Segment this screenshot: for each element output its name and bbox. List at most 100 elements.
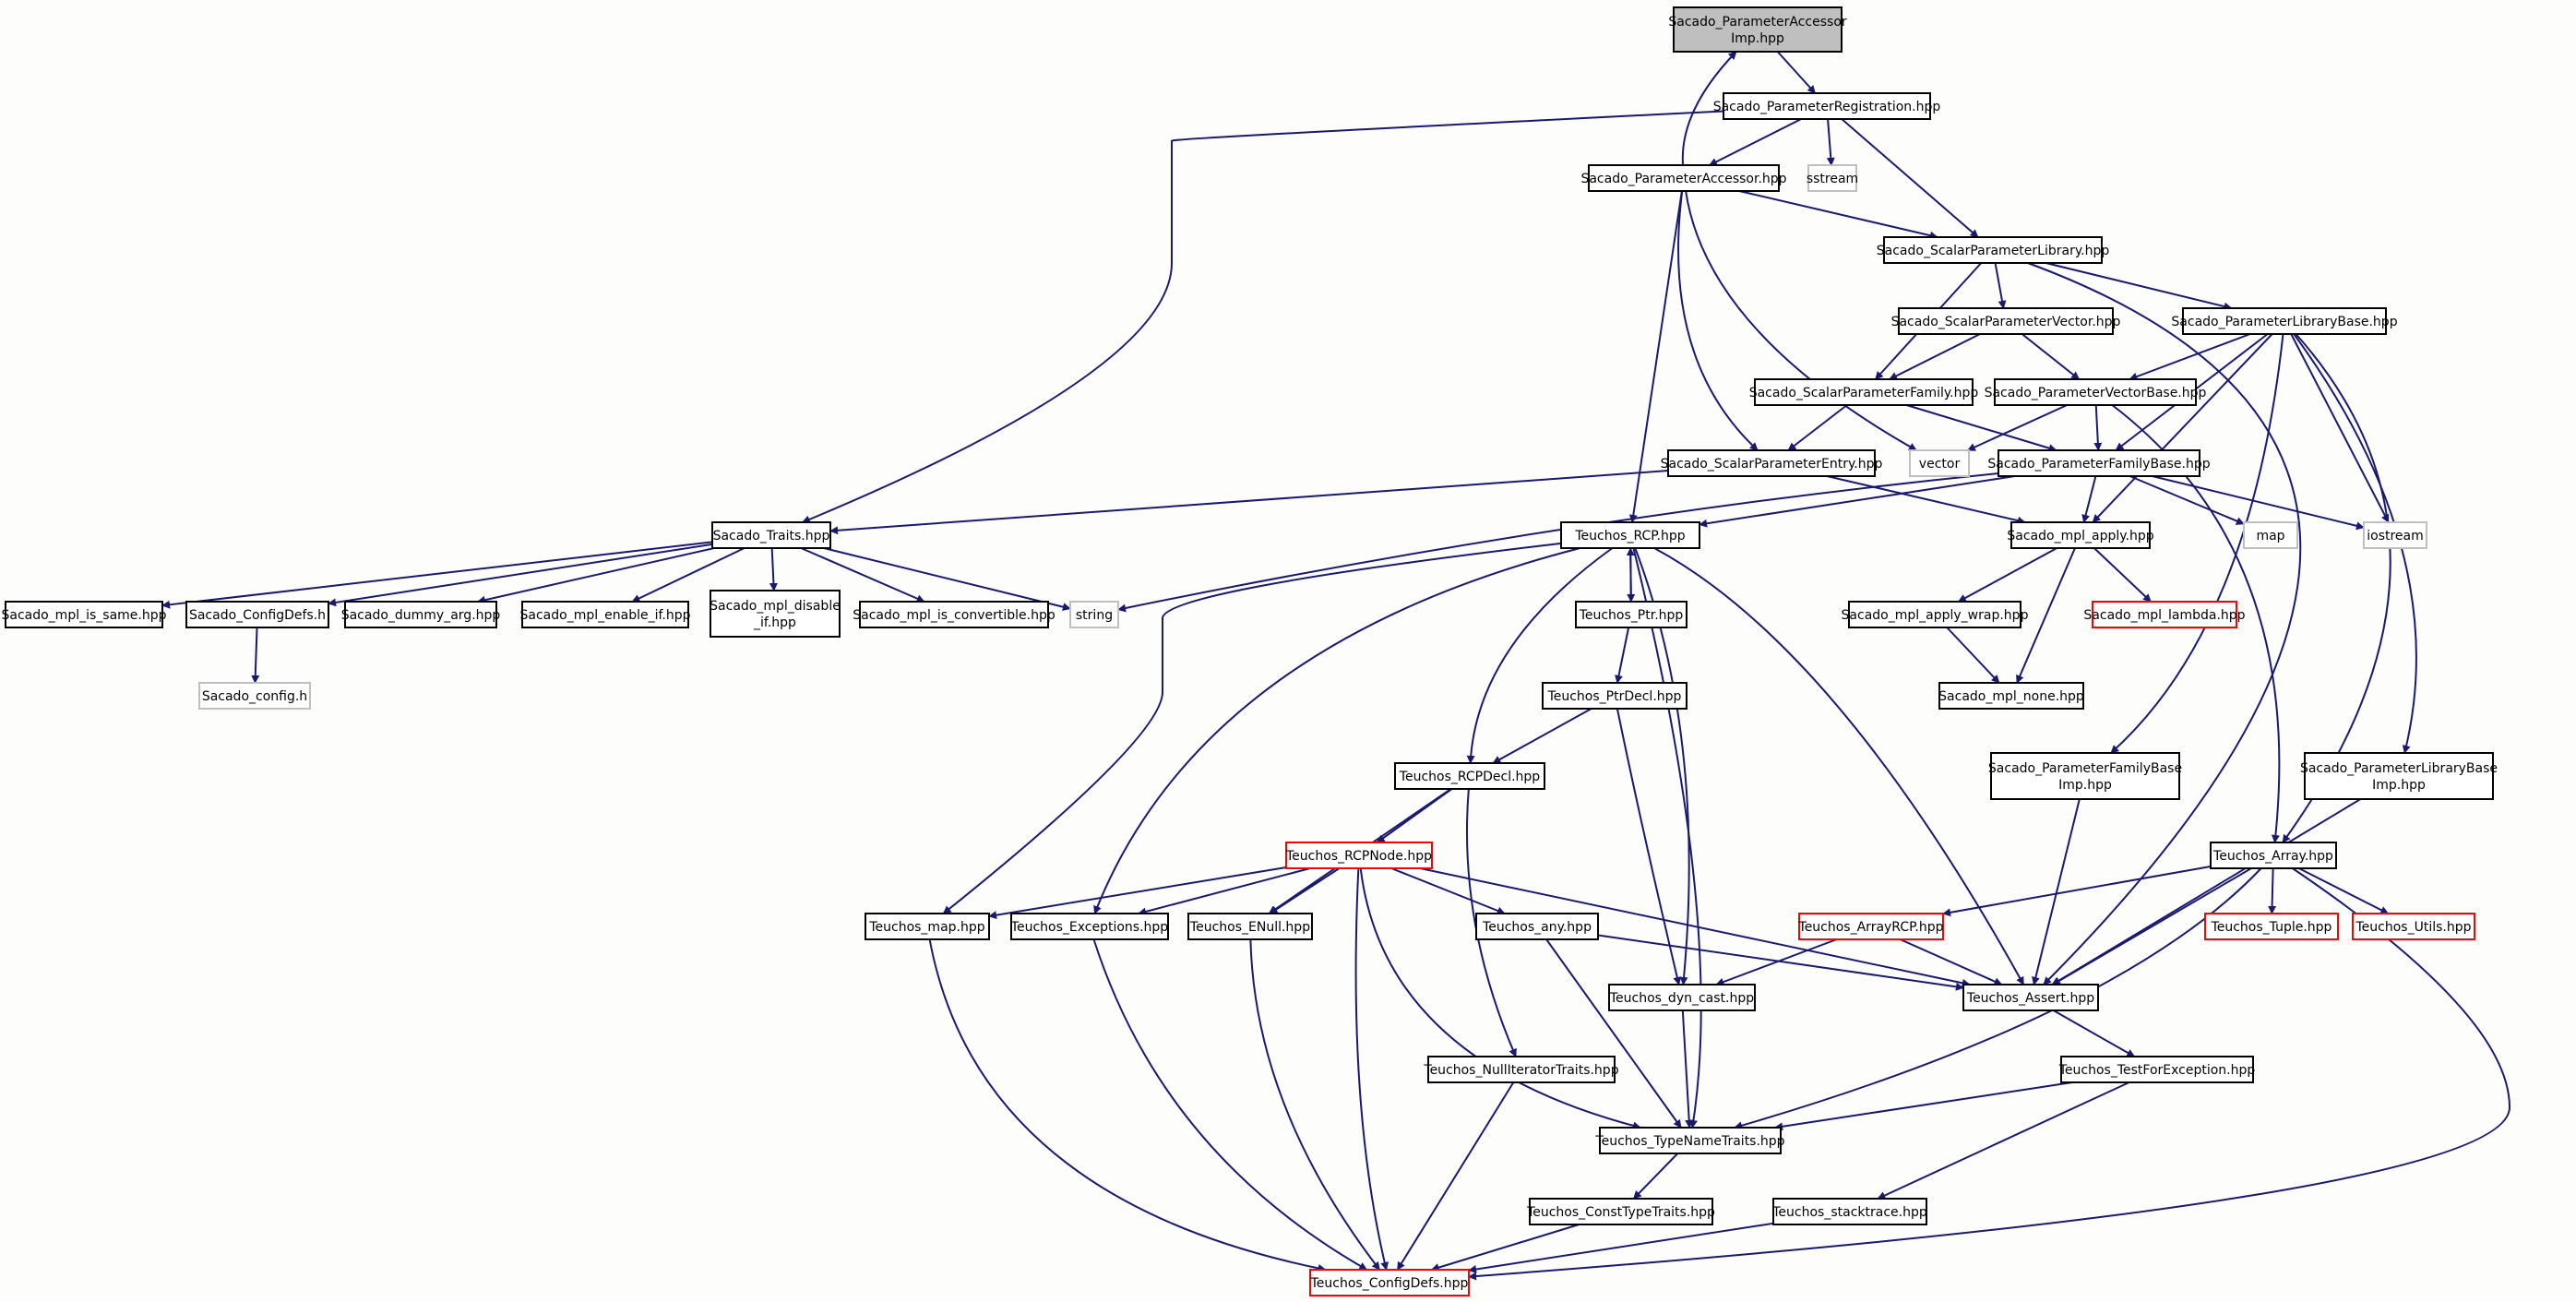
edge-family_base-to-mpl_apply bbox=[2081, 475, 2097, 523]
edge-line bbox=[2016, 547, 2076, 684]
node-rcp-node[interactable]: Teuchos_RCPNode.hpp bbox=[1285, 842, 1433, 869]
node-test-exc[interactable]: Teuchos_TestForException.hpp bbox=[2058, 1056, 2256, 1083]
edge-dyn_cast-to-type_name bbox=[1681, 1009, 1694, 1129]
node-exceptions[interactable]: Teuchos_Exceptions.hpp bbox=[1010, 913, 1169, 940]
node-box bbox=[711, 521, 831, 549]
node-tuple[interactable]: Teuchos_Tuple.hpp bbox=[2204, 913, 2339, 940]
node-assert[interactable]: Teuchos_Assert.hpp bbox=[1962, 984, 2099, 1011]
node-mpl-none[interactable]: Sacado_mpl_none.hpp bbox=[1938, 682, 2084, 710]
edge-line bbox=[2093, 547, 2152, 603]
edge-rcp-to-assert bbox=[1653, 547, 2025, 985]
node-iostream: iostream bbox=[2363, 521, 2427, 549]
edge-line bbox=[1465, 788, 1517, 1057]
node-teuchos-config[interactable]: Teuchos_ConfigDefs.hpp bbox=[1309, 1269, 1470, 1296]
edge-line bbox=[928, 938, 1327, 1272]
node-enable-if[interactable]: Sacado_mpl_enable_if.hpp bbox=[520, 601, 691, 628]
edge-traits-to-is_convertible bbox=[800, 547, 925, 603]
node-mpl-apply[interactable]: Sacado_mpl_apply.hpp bbox=[2007, 521, 2154, 549]
node-label: Teuchos_ConstTypeTraits.hpp bbox=[1526, 1205, 1715, 1220]
edge-array-to-assert bbox=[2052, 867, 2252, 985]
edge-rcp_node-to-assert bbox=[1419, 867, 1971, 987]
node-label: Teuchos_NullIteratorTraits.hpp bbox=[1423, 1063, 1618, 1078]
node-accessor[interactable]: Sacado_ParameterAccessor.hpp bbox=[1580, 164, 1787, 192]
node-sstream: sstream bbox=[1807, 164, 1858, 192]
node-traits[interactable]: Sacado_Traits.hpp bbox=[711, 521, 831, 549]
edge-traits-to-dummy_arg bbox=[476, 547, 715, 604]
node-registration[interactable]: Sacado_ParameterRegistration.hpp bbox=[1713, 92, 1941, 120]
node-lib-base[interactable]: Sacado_ParameterLibraryBase.hpp bbox=[2171, 307, 2398, 335]
node-scalar-vec[interactable]: Sacado_ScalarParameterVector.hpp bbox=[1891, 307, 2121, 335]
edge-lib_base-to-iostream bbox=[2290, 333, 2390, 523]
edge-line bbox=[1900, 938, 2003, 985]
node-box bbox=[2363, 521, 2427, 549]
node-vector-base[interactable]: Sacado_ParameterVectorBase.hpp bbox=[1985, 378, 2207, 406]
node-dummy-arg[interactable]: Sacado_dummy_arg.hpp bbox=[341, 601, 501, 628]
node-rcp-decl[interactable]: Teuchos_RCPDecl.hpp bbox=[1394, 762, 1545, 790]
edge-scalar_vec-to-vector_base bbox=[2021, 333, 2081, 380]
edge-family_base-to-rcp bbox=[1699, 475, 2015, 528]
node-box bbox=[1909, 449, 1970, 477]
edge-line bbox=[1774, 1081, 2073, 1131]
node-scalar-entry[interactable]: Sacado_ScalarParameterEntry.hpp bbox=[1661, 449, 1883, 477]
node-string: string bbox=[1069, 601, 1119, 628]
node-label: Teuchos_stacktrace.hpp bbox=[1771, 1205, 1927, 1220]
edge-mpl_apply-to-lambda bbox=[2093, 547, 2152, 603]
edge-scalar_family-to-scalar_entry bbox=[1787, 404, 1848, 451]
node-is-convertible[interactable]: Sacado_mpl_is_convertible.hpp bbox=[853, 601, 1055, 628]
node-ptr[interactable]: Teuchos_Ptr.hpp bbox=[1575, 601, 1688, 628]
edge-scalar_lib-to-lib_base bbox=[2045, 262, 2233, 311]
edge-traits-to-disable_if bbox=[769, 547, 778, 591]
node-box bbox=[1723, 92, 1931, 120]
node-label: Teuchos_dyn_cast.hpp bbox=[1609, 991, 1754, 1006]
node-label: Imp.hpp bbox=[2372, 778, 2426, 793]
node-box bbox=[1394, 762, 1545, 790]
node-null-iter[interactable]: Teuchos_NullIteratorTraits.hpp bbox=[1423, 1056, 1619, 1083]
edge-line bbox=[1359, 867, 1641, 1130]
node-disable-if[interactable]: Sacado_mpl_disable_if.hpp bbox=[710, 590, 841, 638]
node-array[interactable]: Teuchos_Array.hpp bbox=[2210, 842, 2337, 869]
node-stacktrace[interactable]: Teuchos_stacktrace.hpp bbox=[1771, 1198, 1927, 1225]
node-label: Sacado_mpl_is_same.hpp bbox=[1, 608, 166, 623]
edge-stacktrace-to-teuchos_config bbox=[1468, 1222, 1774, 1273]
edge-line bbox=[1545, 938, 1682, 1129]
node-box bbox=[859, 601, 1049, 628]
node-box bbox=[1187, 913, 1313, 940]
edge-line bbox=[1776, 51, 1817, 94]
edge-rcp_decl-to-null_iter bbox=[1465, 788, 1517, 1057]
node-rcp[interactable]: Teuchos_RCP.hpp bbox=[1560, 521, 1700, 549]
node-type-name[interactable]: Teuchos_TypeNameTraits.hpp bbox=[1594, 1127, 1785, 1154]
node-dyn-cast[interactable]: Teuchos_dyn_cast.hpp bbox=[1608, 984, 1756, 1011]
edge-line bbox=[1877, 1081, 2130, 1200]
node-ptr-decl[interactable]: Teuchos_PtrDecl.hpp bbox=[1542, 682, 1688, 710]
node-map: map bbox=[2243, 521, 2298, 549]
edge-line bbox=[1681, 51, 1737, 166]
edge-line bbox=[1826, 118, 1835, 166]
edge-scalar_lib-to-scalar_vec bbox=[1994, 262, 2007, 309]
edge-line bbox=[1826, 475, 2026, 525]
node-config-defs[interactable]: Sacado_ConfigDefs.h bbox=[185, 601, 329, 628]
edge-lib_base-to-family_base_imp bbox=[2110, 333, 2284, 754]
node-apply-wrap[interactable]: Sacado_mpl_apply_wrap.hpp bbox=[1842, 601, 2029, 628]
node-lambda[interactable]: Sacado_mpl_lambda.hpp bbox=[2083, 601, 2246, 628]
node-array-rcp[interactable]: Teuchos_ArrayRCP.hpp bbox=[1798, 913, 1944, 940]
node-family-base[interactable]: Sacado_ParameterFamilyBase.hpp bbox=[1987, 449, 2211, 477]
node-box bbox=[5, 601, 163, 628]
node-mpl-is-same[interactable]: Sacado_mpl_is_same.hpp bbox=[1, 601, 167, 628]
node-utils[interactable]: Teuchos_Utils.hpp bbox=[2352, 913, 2475, 940]
edge-family_base-to-string bbox=[1117, 472, 1999, 613]
edge-line bbox=[2152, 475, 2365, 531]
node-any[interactable]: Teuchos_any.hpp bbox=[1475, 913, 1599, 940]
node-const-type[interactable]: Teuchos_ConstTypeTraits.hpp bbox=[1526, 1198, 1715, 1225]
node-tmap[interactable]: Teuchos_map.hpp bbox=[865, 913, 990, 940]
edge-line bbox=[1468, 1222, 1774, 1273]
node-scalar-family[interactable]: Sacado_ScalarParameterFamily.hpp bbox=[1749, 378, 1979, 406]
edge-ptr-to-rcp bbox=[1626, 547, 1635, 603]
node-enull[interactable]: Teuchos_ENull.hpp bbox=[1187, 913, 1313, 940]
node-scalar-lib[interactable]: Sacado_ScalarParameterLibrary.hpp bbox=[1877, 236, 2110, 264]
node-label: Teuchos_ConfigDefs.hpp bbox=[1310, 1276, 1469, 1291]
edge-line bbox=[2052, 867, 2252, 985]
